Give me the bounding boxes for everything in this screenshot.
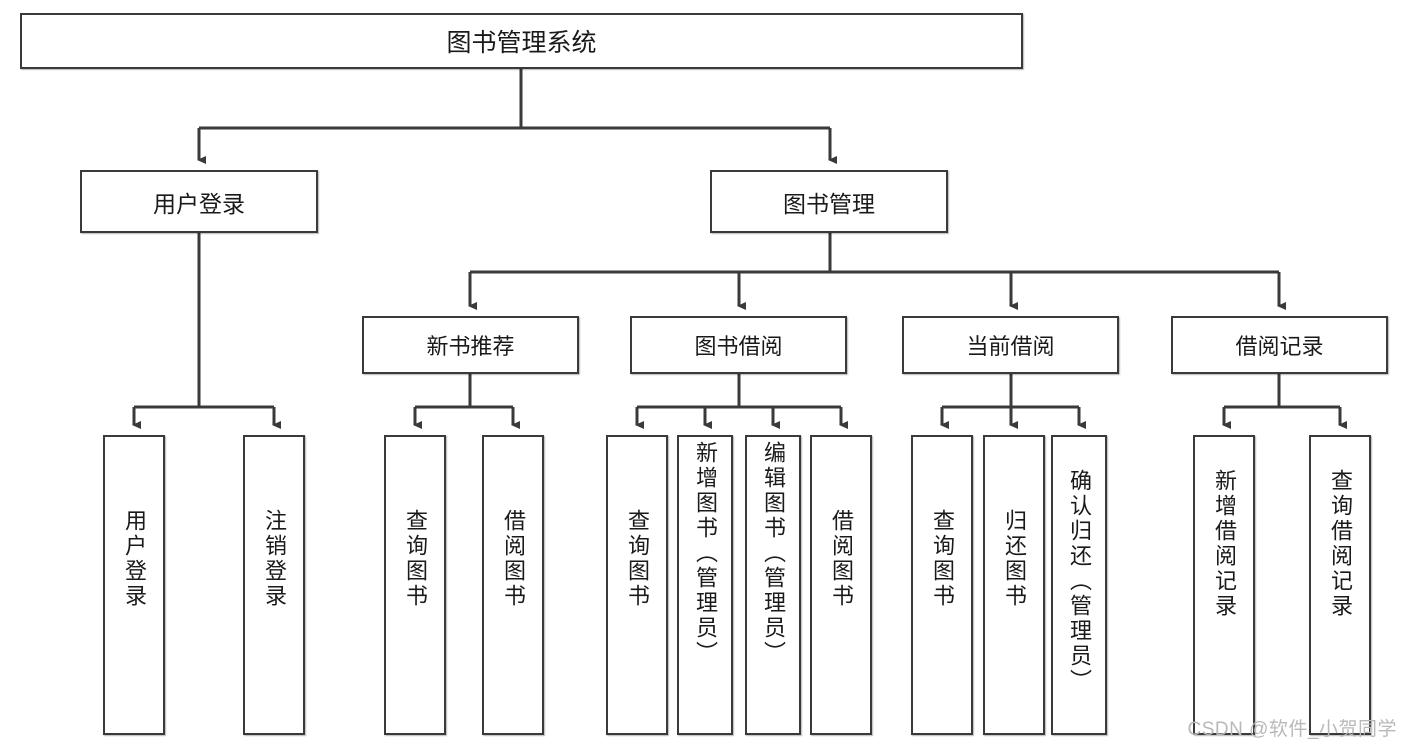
leaf-logout-label: 注销登录 <box>262 509 287 609</box>
leaf-query-book-borrow[interactable]: 查询图书 <box>606 435 668 735</box>
node-borrow-record[interactable]: 借阅记录 <box>1171 316 1388 374</box>
node-user-login[interactable]: 用户登录 <box>80 170 318 233</box>
node-book-management[interactable]: 图书管理 <box>710 170 948 233</box>
leaf-add-book-admin[interactable]: 新增图书（管理员） <box>677 435 733 735</box>
node-current-borrow[interactable]: 当前借阅 <box>902 316 1119 374</box>
leaf-query-borrow-record-label: 查询借阅记录 <box>1328 469 1353 619</box>
leaf-query-book-recommend[interactable]: 查询图书 <box>384 435 446 735</box>
leaf-borrow-book-label: 借阅图书 <box>829 509 854 609</box>
leaf-user-login[interactable]: 用户登录 <box>103 435 165 735</box>
leaf-edit-book-admin-label: 编辑图书（管理员） <box>761 441 786 666</box>
leaf-query-book-borrow-label: 查询图书 <box>625 509 650 609</box>
node-user-login-label: 用户登录 <box>153 190 245 217</box>
node-book-management-label: 图书管理 <box>783 190 875 217</box>
leaf-borrow-book[interactable]: 借阅图书 <box>810 435 872 735</box>
leaf-query-borrow-record[interactable]: 查询借阅记录 <box>1309 435 1371 735</box>
leaf-borrow-book-recommend[interactable]: 借阅图书 <box>482 435 544 735</box>
node-book-borrow-label: 图书借阅 <box>694 334 783 359</box>
leaf-edit-book-admin[interactable]: 编辑图书（管理员） <box>745 435 801 735</box>
watermark: CSDN @软件_小贺同学 <box>1187 719 1397 740</box>
node-root[interactable]: 图书管理系统 <box>20 13 1023 69</box>
leaf-query-book-recommend-label: 查询图书 <box>403 509 428 609</box>
node-new-book-recommend[interactable]: 新书推荐 <box>362 316 579 374</box>
node-borrow-record-label: 借阅记录 <box>1235 334 1324 359</box>
leaf-add-borrow-record-label: 新增借阅记录 <box>1212 469 1237 619</box>
leaf-borrow-book-recommend-label: 借阅图书 <box>501 509 526 609</box>
leaf-query-book-current-label: 查询图书 <box>930 509 955 609</box>
leaf-confirm-return-admin-label: 确认归还（管理员） <box>1067 469 1092 694</box>
leaf-query-book-current[interactable]: 查询图书 <box>911 435 973 735</box>
leaf-confirm-return-admin[interactable]: 确认归还（管理员） <box>1051 435 1107 735</box>
leaf-add-borrow-record[interactable]: 新增借阅记录 <box>1193 435 1255 735</box>
leaf-return-book[interactable]: 归还图书 <box>983 435 1045 735</box>
leaf-add-book-admin-label: 新增图书（管理员） <box>693 441 718 666</box>
leaf-logout[interactable]: 注销登录 <box>243 435 305 735</box>
leaf-user-login-label: 用户登录 <box>122 509 147 609</box>
node-new-book-recommend-label: 新书推荐 <box>426 334 515 359</box>
leaf-return-book-label: 归还图书 <box>1002 509 1027 609</box>
node-current-borrow-label: 当前借阅 <box>966 334 1055 359</box>
node-book-borrow[interactable]: 图书借阅 <box>630 316 847 374</box>
node-root-label: 图书管理系统 <box>446 29 597 57</box>
